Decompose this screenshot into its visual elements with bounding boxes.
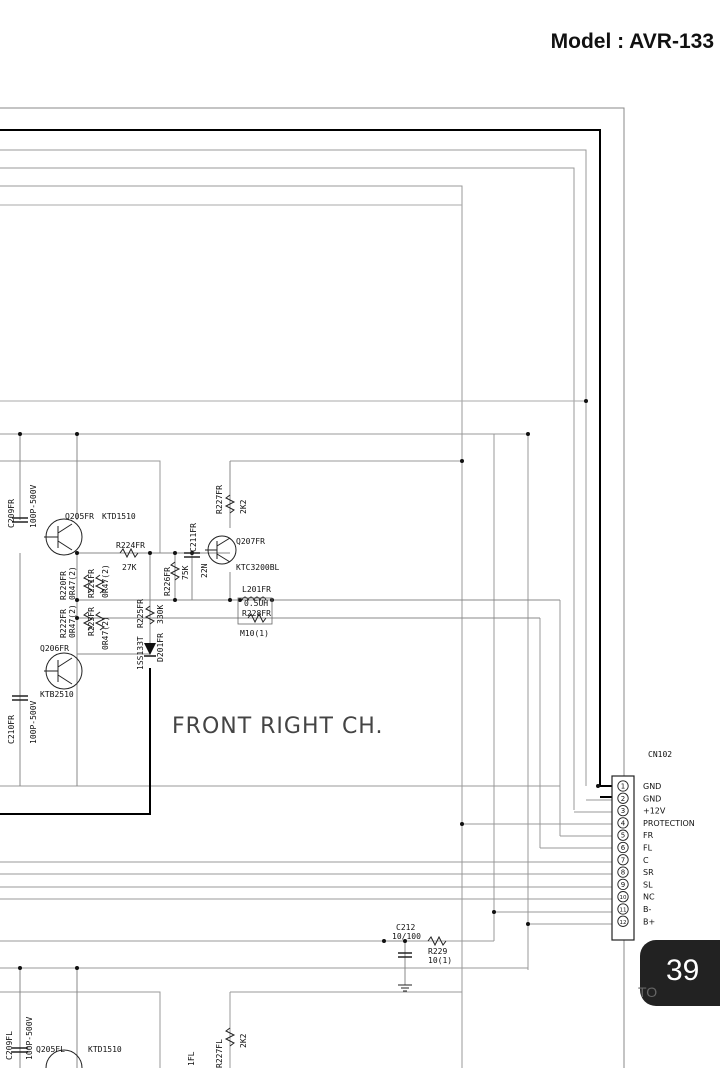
r227fl-value: 2K2 xyxy=(239,1033,248,1048)
connector-pin-label: B+ xyxy=(643,917,655,926)
r221fr-ref: R221FR xyxy=(87,569,96,598)
q206fr-ref: Q206FR xyxy=(40,644,69,653)
connector-pin-number: 11 xyxy=(620,908,627,914)
connector-pin-7 xyxy=(617,854,629,866)
r229-value: 10(1) xyxy=(428,956,452,965)
connector-pin-11 xyxy=(617,903,629,915)
c210fr-ref: C210FR xyxy=(7,715,16,744)
page-number-badge: 39 xyxy=(640,940,720,1006)
connector-pin-2 xyxy=(617,792,629,804)
connector-pin-label: NC xyxy=(643,893,655,902)
r229-ref: R229 xyxy=(428,947,447,956)
q205fl-part: KTD1510 xyxy=(88,1045,122,1054)
connector-pin-label: GND xyxy=(643,794,661,803)
connector-pin-number: 7 xyxy=(621,856,625,864)
page-number: 39 xyxy=(666,954,700,987)
r227fr-value: 2K2 xyxy=(239,499,248,514)
connector-pin-number: 3 xyxy=(621,807,625,815)
r224fr-value: 27K xyxy=(122,563,137,572)
r222fr-value: 0R47(2) xyxy=(68,604,77,638)
connector-pin-number: 6 xyxy=(621,844,626,852)
connector-pin-6 xyxy=(617,841,629,854)
r226fr-value: 75K xyxy=(181,565,190,580)
connector-pin-number: 2 xyxy=(621,795,625,803)
connector-pin-label: C xyxy=(643,856,649,865)
q205fr-ref: Q205FR xyxy=(65,512,94,521)
q205fl-ref: Q205FL xyxy=(36,1045,65,1054)
connector-ref: CN102 xyxy=(648,750,672,759)
connector-pin-label: B- xyxy=(643,905,651,914)
r228fr-value: M10(1) xyxy=(240,629,269,638)
c209fr-value: 100P-500V xyxy=(29,484,38,528)
connector-pin-label: FL xyxy=(643,844,653,853)
fl-fragment: 1FL xyxy=(187,1051,196,1066)
q206fr-part: KTB2510 xyxy=(40,690,74,699)
r222fr-ref: R222FR xyxy=(59,609,68,638)
d201fr-part: 1SS133T xyxy=(136,636,145,670)
connector-pin-8 xyxy=(617,866,629,878)
c209fl-value: 100P-500V xyxy=(25,1016,34,1060)
c212-value: 10/100 xyxy=(392,932,421,941)
connector-pin-number: 8 xyxy=(621,869,625,877)
diode-symbol xyxy=(144,643,156,655)
connector-pin-1 xyxy=(617,780,629,792)
r225fr-ref: R225FR xyxy=(136,599,145,628)
inductor-symbol xyxy=(241,596,267,602)
connector-pin-number: 1 xyxy=(621,783,625,791)
l201fr-value: 0.5UH xyxy=(244,599,268,608)
connector-pin-3 xyxy=(617,804,629,817)
section-label: FRONT RIGHT CH. xyxy=(172,714,383,739)
c209fr-ref: C209FR xyxy=(7,499,16,528)
r228fr-ref: R228FR xyxy=(242,609,271,618)
connector-pin-label: GND xyxy=(643,782,661,791)
connector-pin-10 xyxy=(617,891,629,903)
l201fr-ref: L201FR xyxy=(242,585,271,594)
connector-pin-number: 5 xyxy=(621,832,625,840)
connector-pin-number: 4 xyxy=(621,819,626,827)
connector-pin-label: FR xyxy=(643,831,654,840)
r221fr-value: 0R47(2) xyxy=(101,564,110,598)
r227fl-ref: R227FL xyxy=(215,1039,224,1068)
capacitor-symbols xyxy=(12,517,412,1053)
transistor-symbols xyxy=(44,518,237,1068)
r223fr-ref: R223FR xyxy=(87,607,96,636)
connector-pin-number: 10 xyxy=(620,895,627,901)
r226fr-ref: R226FR xyxy=(163,567,172,596)
connector-pin-9 xyxy=(617,878,629,891)
r225fr-value: 330K xyxy=(156,605,165,624)
connector-pin-number: 12 xyxy=(620,920,627,926)
r220fr-ref: R220FR xyxy=(59,571,68,600)
connector-pin-label: SR xyxy=(643,868,654,877)
r220fr-value: 0R47(2) xyxy=(68,566,77,600)
junction-dots xyxy=(18,399,600,970)
d201fr-ref: D201FR xyxy=(156,633,165,662)
r223fr-value: 0R47(2) xyxy=(101,616,110,650)
q207fr-ref: Q207FR xyxy=(236,537,265,546)
ground-symbol xyxy=(398,984,412,992)
resistor-symbols xyxy=(82,494,447,1047)
connector-pin-4 xyxy=(617,817,629,829)
connector-pin-label: SL xyxy=(643,880,653,889)
c212-ref: C212 xyxy=(396,923,415,932)
connector-pin-5 xyxy=(617,829,629,841)
r224fr-ref: R224FR xyxy=(116,541,145,550)
connector-pin-label: +12V xyxy=(643,807,666,816)
page-title: Model : AVR-133 xyxy=(550,30,714,53)
connector-pin-12 xyxy=(617,915,629,927)
c211fr-ref: C211FR xyxy=(189,523,198,552)
footer-fragment: TO xyxy=(638,984,658,1000)
connector-pin-label: PROTECTION xyxy=(643,819,695,828)
connector-pin-number: 9 xyxy=(621,881,625,889)
c211fr-value: 22N xyxy=(200,563,209,578)
q207fr-part: KTC3200BL xyxy=(236,563,280,572)
c210fr-value: 100P-500V xyxy=(29,700,38,744)
c209fl-ref: C209FL xyxy=(5,1031,14,1060)
r227fr-ref: R227FR xyxy=(215,485,224,514)
q205fr-part: KTD1510 xyxy=(102,512,136,521)
